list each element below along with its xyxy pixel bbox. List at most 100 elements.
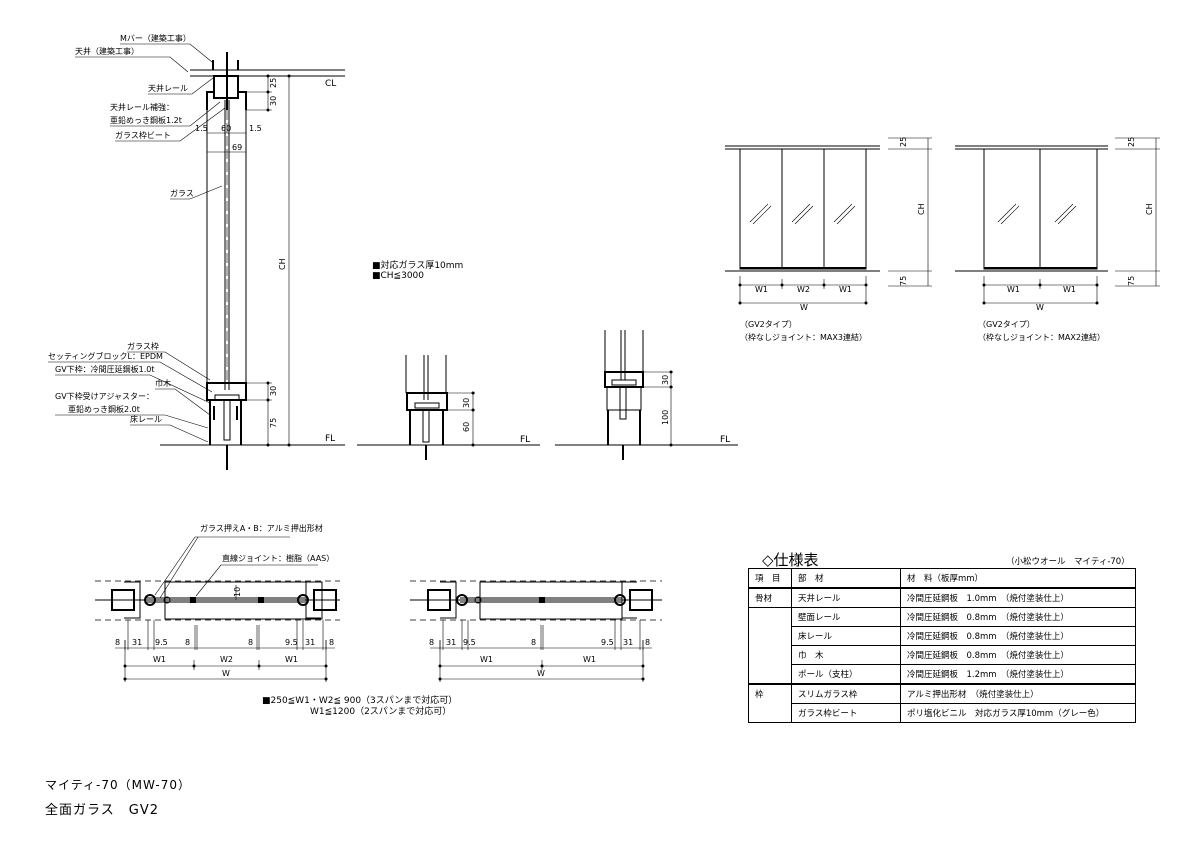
cl-label: CL — [325, 79, 336, 89]
plan2-dim: 8 — [645, 638, 650, 647]
cell-category — [748, 664, 792, 685]
note-ch-limit: ■CH≦3000 — [372, 271, 424, 281]
plan2-span: W1 — [480, 655, 493, 664]
plan2-dim: 8 — [429, 638, 434, 647]
label-setting-block: セッティングブロックL：EPDM — [48, 351, 163, 361]
cell-material: 冷間圧延鋼板 0.8mm （焼付塗装仕上） — [900, 607, 1136, 627]
table-row: 骨材天井レール冷間圧延鋼板 1.0mm （焼付塗装仕上） — [748, 587, 1136, 608]
label-gv-bottom-frame: GV下枠：冷間圧延鋼板1.0t — [55, 364, 155, 374]
table-row: 枠スリムガラス枠アルミ押出形材 （焼付塗装仕上） — [748, 683, 1136, 704]
cell-material: アルミ押出形材 （焼付塗装仕上） — [900, 683, 1136, 704]
plan2-total: W — [537, 669, 545, 678]
cell-member: 床レール — [791, 626, 901, 646]
cell-material: ポリ塩化ビニル 対応ガラス厚10mm（グレー色） — [900, 703, 1136, 723]
cell-member: 天井レール — [791, 587, 901, 608]
cell-member: 壁面レール — [791, 607, 901, 627]
label-floor-rail: 床レール — [130, 414, 162, 424]
note-glass-thickness: ■対応ガラス厚10mm — [372, 259, 463, 271]
section-c-fl: FL — [720, 435, 730, 445]
cell-material: 冷間圧延鋼板 1.2mm （焼付塗装仕上） — [900, 664, 1136, 685]
plan1-dim: 31 — [305, 638, 315, 647]
elev2-span-2: W1 — [1063, 285, 1076, 294]
header-item: 項 目 — [748, 568, 792, 589]
cell-category — [748, 645, 792, 665]
plan-gap-10: 10 — [233, 587, 242, 597]
elev1-total: W — [800, 303, 808, 312]
label-ceiling-rail-reinforce: 天井レール補強： — [110, 102, 174, 112]
plan2-dim: 9.5 — [463, 638, 476, 647]
plan2-dim: 8 — [531, 638, 536, 647]
label-adjuster: GV下枠受けアジャスター： — [55, 391, 154, 401]
cell-category: 骨材 — [748, 587, 792, 608]
cell-member: ポール（支柱） — [791, 664, 901, 685]
plan1-dim: 8 — [329, 638, 334, 647]
elev1-top: 25 — [899, 137, 908, 147]
section-b-drawing — [357, 355, 540, 460]
plan2-dim: 9.5 — [601, 638, 614, 647]
plan2-dim: 31 — [446, 638, 456, 647]
table-row: 床レール冷間圧延鋼板 0.8mm （焼付塗装仕上） — [748, 626, 1136, 646]
elev2-top: 25 — [1127, 137, 1136, 147]
cell-material: 冷間圧延鋼板 0.8mm （焼付塗装仕上） — [900, 626, 1136, 646]
plan1-span: W2 — [220, 655, 233, 664]
plan1-dim: 8 — [248, 638, 253, 647]
label-glass-press: ガラス押えA・B：アルミ押出形材 — [200, 523, 323, 533]
plan1-total: W — [222, 669, 230, 678]
elev1-span-3: W1 — [839, 285, 852, 294]
section-b-dim-30: 30 — [462, 398, 471, 408]
elev2-total: W — [1036, 303, 1044, 312]
dim-75: 75 — [269, 418, 278, 428]
section-c-dim-100: 100 — [661, 410, 670, 425]
dim-69: 69 — [232, 143, 242, 152]
plan1-dim: 8 — [185, 638, 190, 647]
cell-category — [748, 607, 792, 627]
spec-table-maker: （小松ウオール マイティ-70） — [1006, 557, 1130, 567]
dim-60: 60 — [221, 124, 231, 133]
cell-category — [748, 703, 792, 723]
label-baseboard: 巾木 — [155, 378, 171, 388]
label-ceiling: 天井（建築工事） — [75, 46, 139, 56]
plan1-span: W1 — [285, 655, 298, 664]
cell-member: ガラス枠ビート — [791, 703, 901, 723]
table-row: 巾 木冷間圧延鋼板 0.8mm （焼付塗装仕上） — [748, 645, 1136, 665]
spec-header-row: 項 目 部 材 材 料（板厚mm） — [748, 568, 1136, 589]
dim-25: 25 — [269, 78, 278, 88]
elev2-desc: （枠なしジョイント：MAX2連結） — [978, 332, 1105, 342]
plan-3-span — [95, 536, 340, 682]
label-galvanized-20: 亜鉛めっき鋼板2.0t — [68, 404, 140, 414]
header-material: 材 料（板厚mm） — [900, 568, 1136, 589]
section-b-dim-60: 60 — [462, 422, 471, 432]
table-row: ポール（支柱）冷間圧延鋼板 1.2mm （焼付塗装仕上） — [748, 664, 1136, 685]
label-m-bar: Mバー（建築工事） — [120, 33, 191, 43]
fl-label: FL — [325, 434, 335, 444]
cell-member: スリムガラス枠 — [791, 683, 901, 704]
elev1-desc: （枠なしジョイント：MAX3連結） — [740, 332, 867, 342]
spec-table: 項 目 部 材 材 料（板厚mm） 骨材天井レール冷間圧延鋼板 1.0mm （焼… — [748, 568, 1136, 723]
plan1-dim: 8 — [115, 638, 120, 647]
elev1-span-1: W1 — [755, 285, 768, 294]
plan2-dim: 31 — [623, 638, 633, 647]
dim-1-5-left: 1.5 — [195, 124, 208, 133]
label-glass-frame: ガラス枠 — [127, 341, 159, 351]
section-c-drawing — [555, 330, 738, 460]
plan1-span: W1 — [153, 655, 166, 664]
elev1-ch: CH — [917, 203, 926, 215]
label-galvanized-12: 亜鉛めっき鋼板1.2t — [110, 115, 182, 125]
drawing-title-product: マイティ-70（MW-70） — [45, 778, 191, 792]
cell-category — [748, 626, 792, 646]
elev2-span-1: W1 — [1007, 285, 1020, 294]
label-ceiling-rail: 天井レール — [148, 83, 188, 93]
plan2-span: W1 — [583, 655, 596, 664]
cell-category: 枠 — [748, 683, 792, 704]
plan1-dim: 9.5 — [155, 638, 168, 647]
main-section-drawing — [48, 43, 345, 470]
note-span-limit-1: ■250≦W1・W2≦ 900（3スパンまで対応可） — [262, 694, 457, 706]
label-glass: ガラス — [170, 188, 194, 198]
label-glass-frame-bead: ガラス枠ビート — [115, 130, 171, 140]
cell-member: 巾 木 — [791, 645, 901, 665]
drawing-title-type: 全面ガラス GV2 — [45, 803, 159, 818]
plan-2-span — [410, 580, 662, 682]
table-row: ガラス枠ビートポリ塩化ビニル 対応ガラス厚10mm（グレー色） — [748, 703, 1136, 723]
cell-material: 冷間圧延鋼板 1.0mm （焼付塗装仕上） — [900, 587, 1136, 608]
plan1-dim: 31 — [132, 638, 142, 647]
